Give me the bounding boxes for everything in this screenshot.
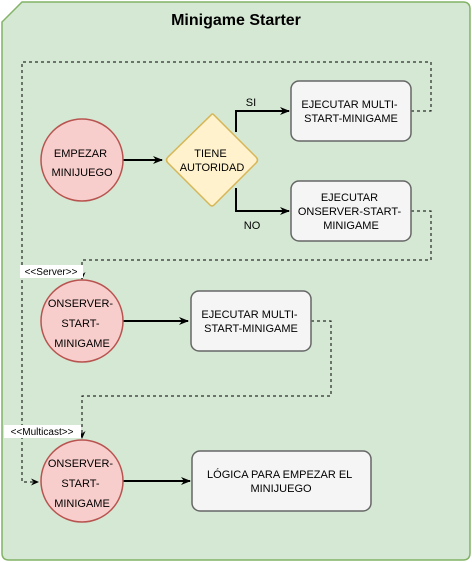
diagram-title: Minigame Starter [171,12,301,29]
edge-top-box-loop [21,61,432,486]
ejecutar-multi-start-box-mid [190,290,312,352]
tiene-autoridad-decision [165,113,259,207]
onserver-start-minigame-label-1: ONSERVER- START- MINIGAME [48,298,116,350]
edge-label-no: NO [244,220,261,232]
edge-label-multicast: <<Multicast>> [11,427,74,438]
ejecutar-onserver-start-box [290,180,412,242]
edge-label-server: <<Server>> [25,267,78,278]
edge-decision-no [235,188,290,215]
edge-decision-si [235,107,290,132]
empezar-minijuego-label: EMPEZAR MINIJUEGO [51,148,113,179]
logica-empezar-box [191,450,372,512]
edge-label-server-bg [20,265,83,278]
onserver-start-minigame-node-2 [40,439,124,523]
edge-onserver-box-to-onserver1 [78,210,432,280]
tiene-autoridad-label: TIENE AUTORIDAD [180,148,245,174]
ejecutar-multi-start-label-mid: EJECUTAR MULTI- START-MINIGAME [201,309,300,335]
logica-empezar-label: LÓGICA PARA EMPEZAR EL MINIJUEGO [207,468,355,495]
onserver-start-minigame-node-1 [40,279,124,363]
onserver-start-minigame-label-2: ONSERVER- START- MINIGAME [48,458,116,510]
empezar-minijuego-node [40,118,124,202]
edge-label-multicast-bg [4,425,81,438]
ejecutar-onserver-start-label: EJECUTAR ONSERVER-START- MINIGAME [298,192,404,232]
edge-multi-box-to-onserver2 [78,320,332,439]
edge-label-si: SI [246,97,256,109]
ejecutar-multi-start-box-top [290,80,412,142]
ejecutar-multi-start-label-top: EJECUTAR MULTI- START-MINIGAME [301,99,400,125]
